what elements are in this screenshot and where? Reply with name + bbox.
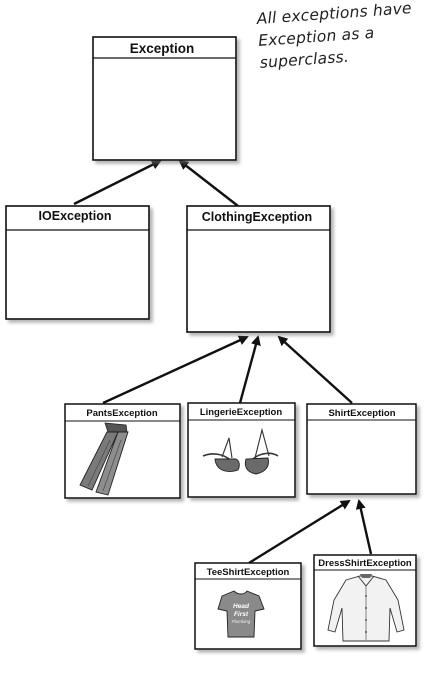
arrow-lingerie-to-clothing — [238, 335, 261, 404]
class-name-io-exception: IOException — [39, 209, 112, 223]
arrow-dressshirt-to-shirt — [355, 499, 373, 555]
class-name-pants-exception: PantsException — [86, 408, 157, 419]
class-box-exception: Exception — [92, 36, 237, 161]
inheritance-arrows — [73, 159, 373, 565]
class-box-dressshirt-exception: DressShirtException — [313, 554, 417, 647]
class-box-shirt-exception: ShirtException — [306, 403, 417, 495]
arrow-pants-to-clothing — [102, 335, 249, 405]
class-box-io-exception: IOException — [5, 205, 150, 320]
arrow-io-to-exception — [73, 159, 162, 206]
class-name-shirt-exception: ShirtException — [328, 408, 395, 419]
class-name-dressshirt-exception: DressShirtException — [318, 558, 412, 569]
arrow-teeshirt-to-shirt — [248, 499, 351, 565]
class-name-lingerie-exception: LingerieException — [200, 407, 283, 418]
class-name-exception: Exception — [130, 41, 195, 56]
tshirt-icon: Head First Plumbing — [217, 590, 265, 638]
bra-icon — [202, 427, 279, 475]
tshirt-print-line-1: Head — [233, 603, 250, 610]
pants-icon — [79, 422, 129, 496]
arrow-clothing-to-exception — [178, 159, 239, 207]
class-box-pants-exception: PantsException — [64, 403, 181, 499]
class-name-clothing-exception: ClothingException — [202, 210, 312, 224]
dress-shirt-icon — [327, 574, 405, 642]
tshirt-print-line-3: Plumbing — [232, 619, 251, 624]
class-box-teeshirt-exception: TeeShirtException Head First Plumbing — [194, 562, 302, 650]
handwritten-note: All exceptions have Exception as a super… — [256, 0, 438, 74]
class-box-clothing-exception: ClothingException — [186, 205, 331, 333]
class-name-teeshirt-exception: TeeShirtException — [207, 567, 290, 578]
tshirt-print-line-2: First — [234, 611, 249, 618]
class-box-lingerie-exception: LingerieException — [187, 402, 296, 498]
arrow-shirt-to-clothing — [277, 335, 353, 404]
